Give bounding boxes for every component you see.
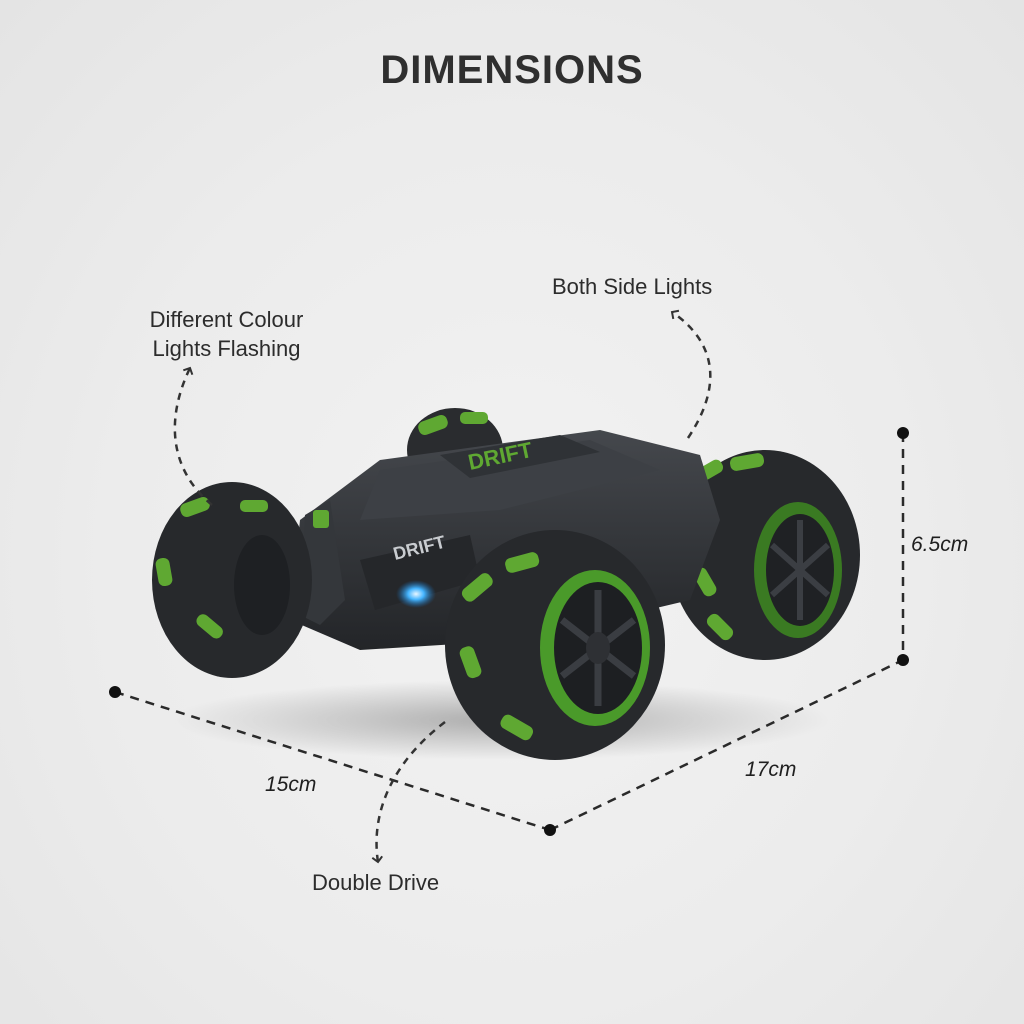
lights-flashing-arrow: [173, 366, 213, 506]
dimension-endpoints: [109, 427, 909, 836]
side-lights-arrow: [670, 309, 712, 439]
callout-lights-flashing-line1: Different Colour: [149, 307, 304, 332]
callout-double-drive: Double Drive: [312, 870, 440, 895]
front-right-wheel: [445, 530, 665, 760]
callout-lights-flashing: Different Colour Lights Flashing: [124, 305, 329, 363]
rear-right-wheel: [670, 450, 860, 660]
length-dimension-line: [549, 658, 904, 832]
dimension-lines: [114, 433, 905, 832]
callout-lights-flashing-line2: Lights Flashing: [152, 336, 301, 361]
height-label: 6.5cm: [911, 533, 969, 556]
length-label: 17cm: [745, 758, 797, 781]
width-label: 15cm: [265, 773, 317, 796]
front-left-wheel: [152, 482, 312, 678]
double-drive-arrow: [371, 721, 446, 864]
width-dimension-line: [114, 690, 551, 832]
headlight-right: [396, 580, 436, 608]
callout-side-lights: Both Side Lights: [552, 274, 713, 299]
page-title: DIMENSIONS: [380, 48, 644, 92]
